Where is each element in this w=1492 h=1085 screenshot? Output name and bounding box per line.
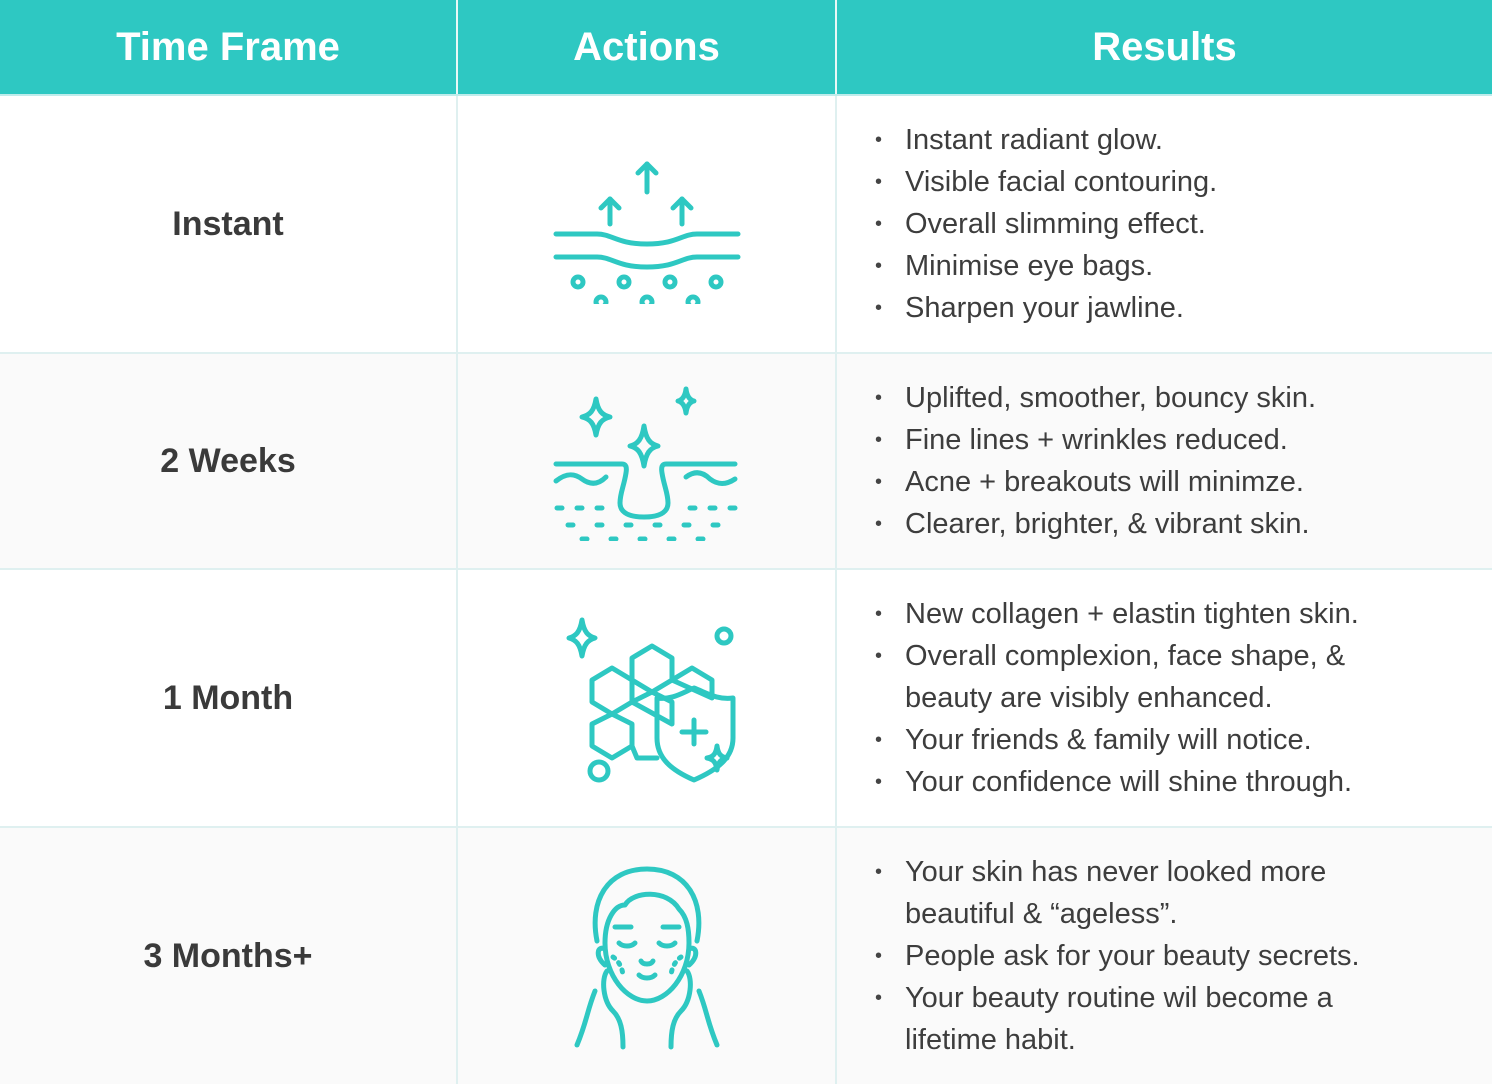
time-frame-cell: 3 Months+ [0, 827, 458, 1084]
skin-lift-arrows-icon [553, 161, 740, 304]
table-row: 1 Month [0, 569, 1492, 828]
result-item: Your friends & family will notice. [875, 719, 1492, 761]
result-item: Your skin has never looked more beautifu… [875, 851, 1385, 935]
results-list: Instant radiant glow. Visible facial con… [875, 119, 1492, 329]
result-item: People ask for your beauty secrets. [875, 935, 1492, 977]
results-list: Uplifted, smoother, bouncy skin. Fine li… [875, 377, 1492, 545]
results-cell: Instant radiant glow. Visible facial con… [836, 95, 1492, 354]
result-item: Visible facial contouring. [875, 161, 1492, 203]
results-list: New collagen + elastin tighten skin. Ove… [875, 593, 1492, 803]
action-cell [457, 569, 837, 828]
results-cell: Uplifted, smoother, bouncy skin. Fine li… [836, 353, 1492, 570]
result-item: Overall complexion, face shape, & beauty… [875, 635, 1385, 719]
results-cell: New collagen + elastin tighten skin. Ove… [836, 569, 1492, 828]
table-row: 2 Weeks [0, 353, 1492, 570]
result-item: Sharpen your jawline. [875, 287, 1492, 329]
result-item: Clearer, brighter, & vibrant skin. [875, 503, 1492, 545]
table-row: Instant Instant radiant glow. [0, 95, 1492, 354]
header-actions: Actions [457, 0, 837, 96]
table-row: 3 Months+ [0, 827, 1492, 1084]
result-item: New collagen + elastin tighten skin. [875, 593, 1492, 635]
pore-sparkle-icon [553, 386, 737, 541]
results-list: Your skin has never looked more beautifu… [875, 851, 1492, 1061]
action-cell [457, 827, 837, 1084]
time-frame-cell: 2 Weeks [0, 353, 458, 570]
result-item: Your confidence will shine through. [875, 761, 1492, 803]
header-time-frame: Time Frame [0, 0, 458, 96]
face-glow-icon [574, 866, 719, 1050]
action-cell [457, 353, 837, 570]
result-item: Minimise eye bags. [875, 245, 1492, 287]
result-item: Your beauty routine wil become a lifetim… [875, 977, 1385, 1061]
result-item: Overall slimming effect. [875, 203, 1492, 245]
time-frame-cell: Instant [0, 95, 458, 354]
result-item: Instant radiant glow. [875, 119, 1492, 161]
result-item: Fine lines + wrinkles reduced. [875, 419, 1492, 461]
action-cell [457, 95, 837, 354]
result-item: Uplifted, smoother, bouncy skin. [875, 377, 1492, 419]
collagen-shield-icon [566, 617, 735, 783]
header-results: Results [836, 0, 1492, 96]
table-header-row: Time Frame Actions Results [0, 0, 1492, 96]
result-item: Acne + breakouts will minimze. [875, 461, 1492, 503]
time-frame-cell: 1 Month [0, 569, 458, 828]
results-cell: Your skin has never looked more beautifu… [836, 827, 1492, 1084]
